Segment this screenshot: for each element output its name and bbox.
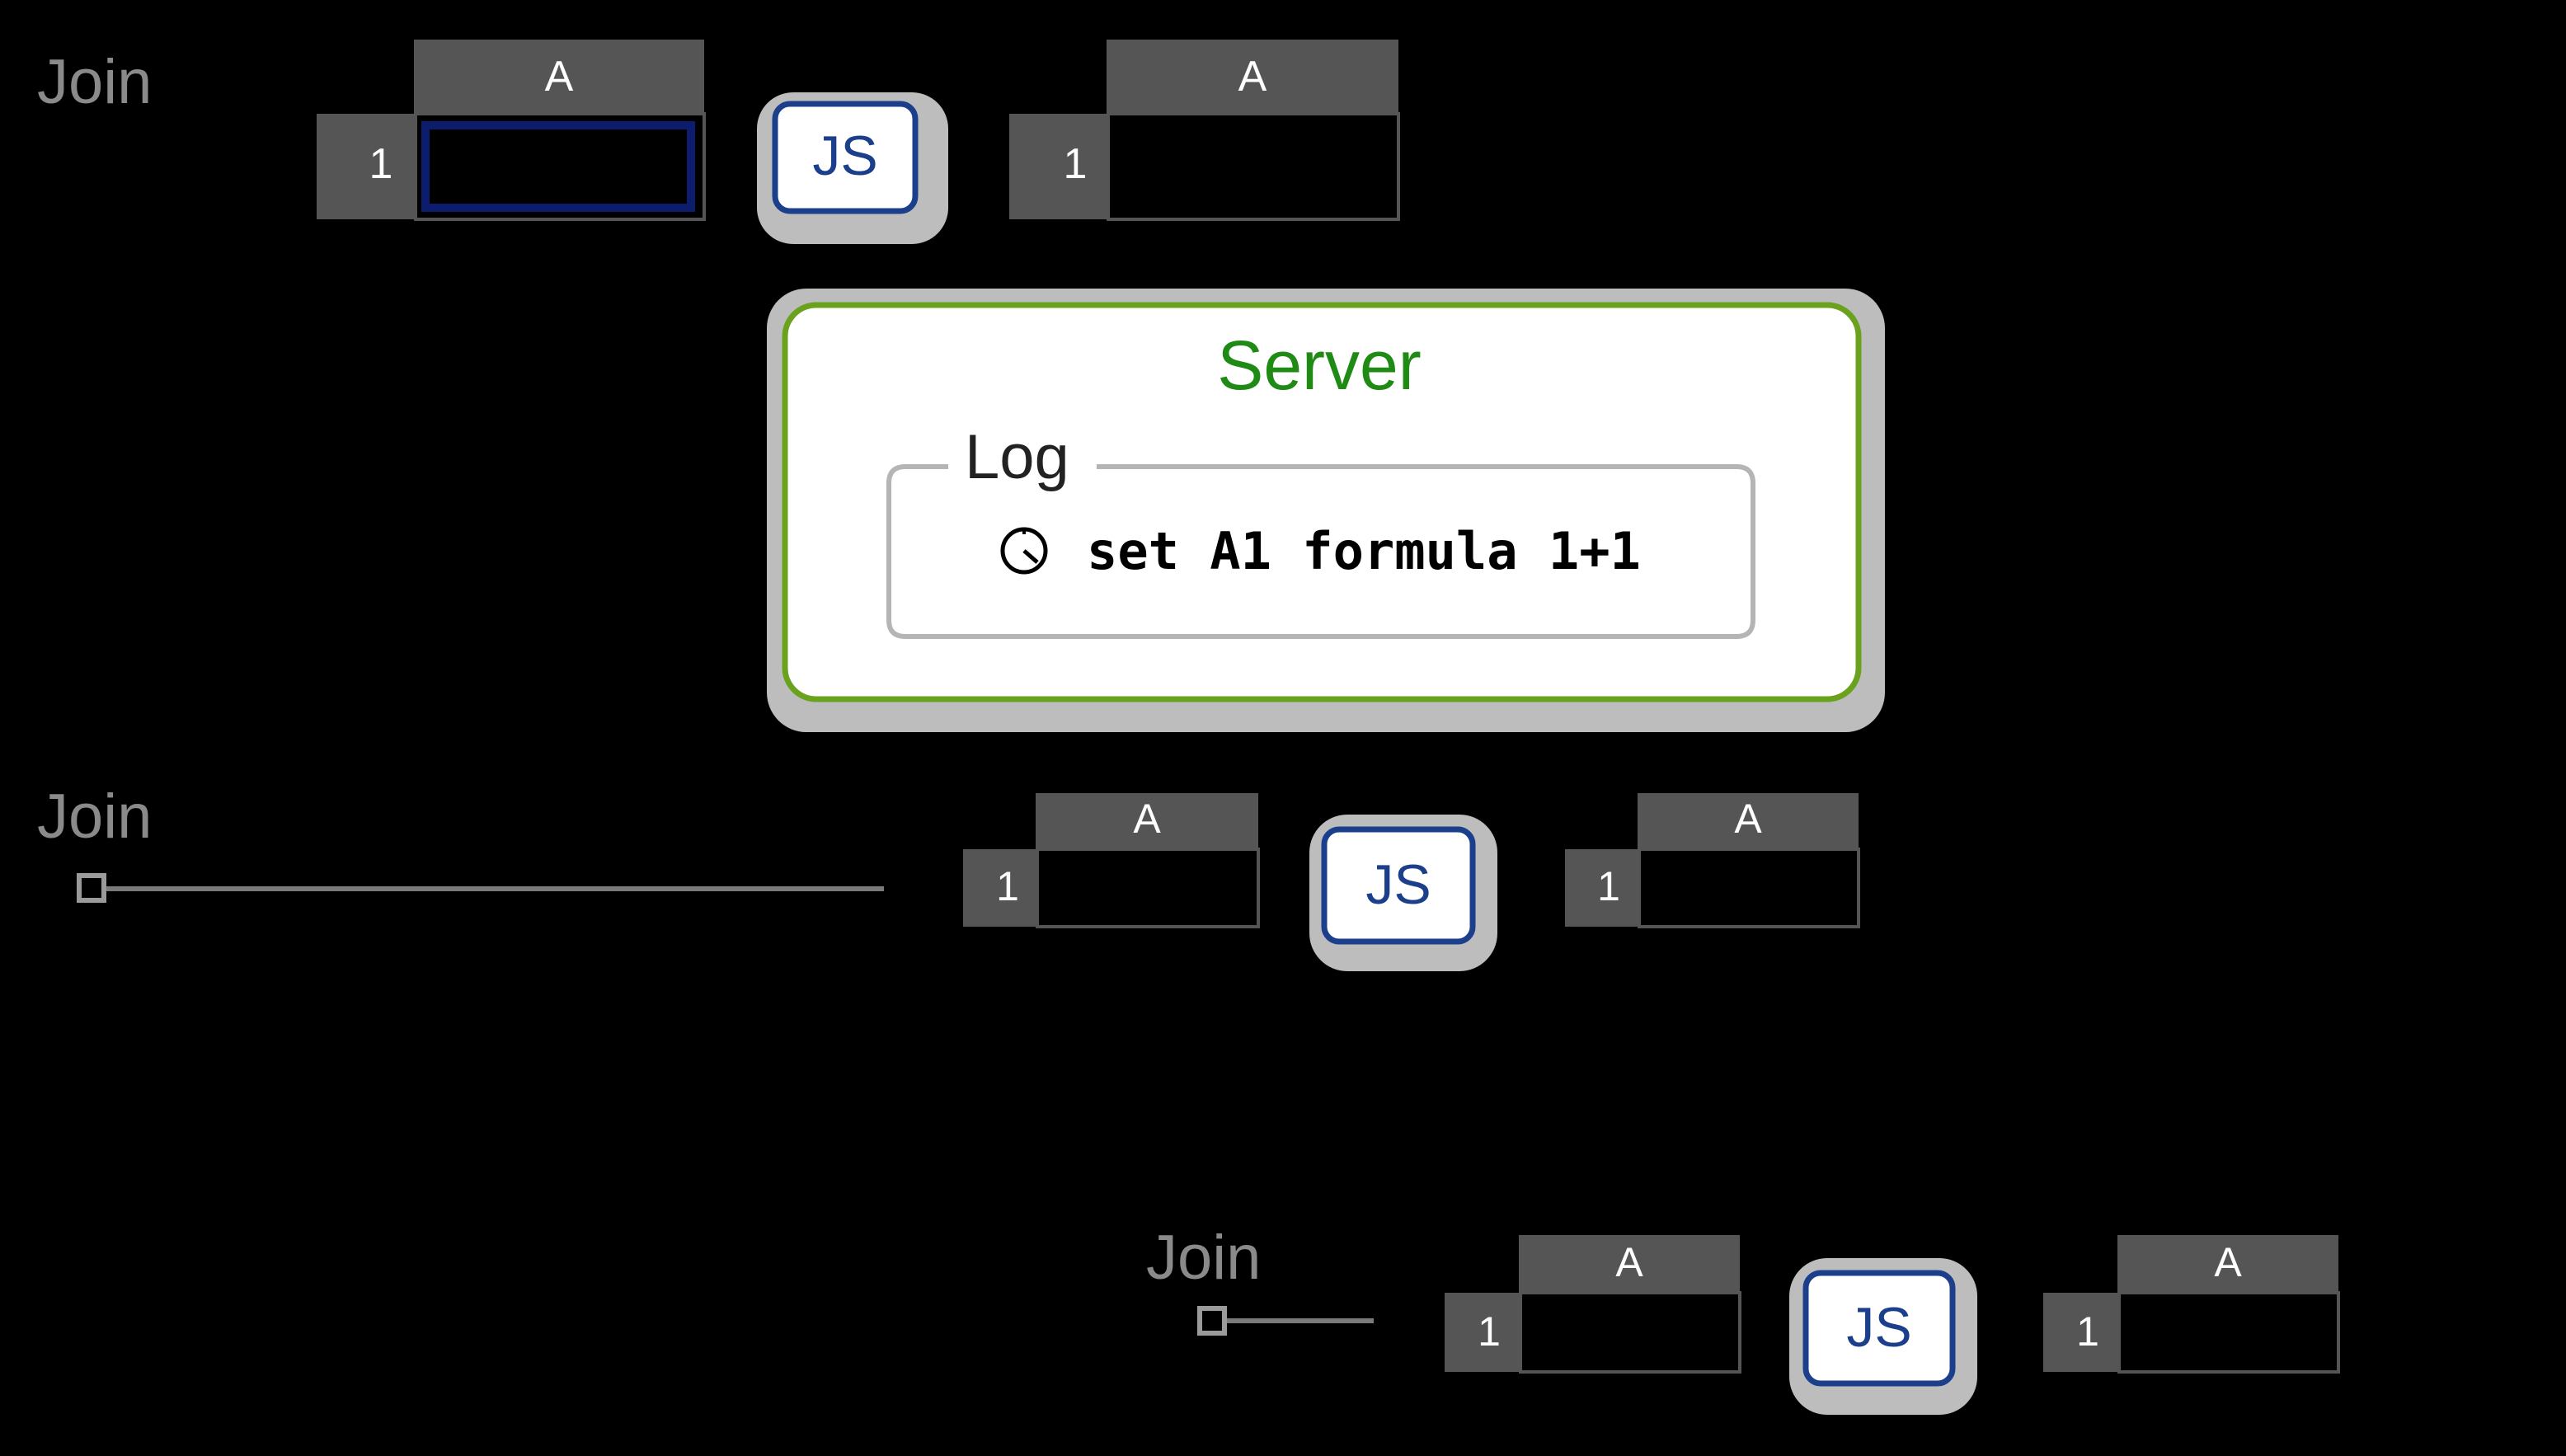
server-box: Server Log set A1 formula 1+1 bbox=[767, 289, 1885, 732]
log-legend: Log bbox=[965, 422, 1069, 492]
sheet-top-source: A 1 =1+1 bbox=[317, 40, 706, 221]
send-path bbox=[660, 241, 771, 473]
column-header: A bbox=[1734, 796, 1762, 842]
join-node-top bbox=[78, 146, 103, 171]
join-label-top: Join bbox=[37, 47, 152, 117]
cell-a1-value: 2 bbox=[2294, 1310, 2317, 1356]
join-label-middle: Join bbox=[37, 782, 152, 852]
relay-label: Relay bbox=[685, 726, 845, 796]
sheet-bottom-source: A 1 bbox=[1445, 1235, 1741, 1374]
log-panel: Log set A1 formula 1+1 bbox=[886, 422, 1755, 639]
server-title: Server bbox=[1217, 326, 1421, 404]
js-label: JS bbox=[1365, 853, 1431, 916]
playback-path bbox=[1371, 515, 1955, 1339]
join-label-bottom: Join bbox=[1146, 1223, 1261, 1293]
cell-a1-formula: =1+1 bbox=[570, 142, 668, 190]
sheet-bottom-result: A 1 2 bbox=[2043, 1235, 2340, 1374]
row-header: 1 bbox=[996, 863, 1019, 909]
row-header: 1 bbox=[1597, 863, 1620, 909]
row-header: 1 bbox=[369, 140, 393, 188]
js-engine-middle: JS bbox=[1309, 815, 1497, 971]
stopwatch-icon bbox=[1000, 527, 1048, 575]
join-node-middle bbox=[77, 873, 106, 903]
column-header: A bbox=[1133, 796, 1161, 842]
relay-command: set A1 formula 1+1 bbox=[327, 805, 845, 861]
column-header: A bbox=[2214, 1239, 2242, 1285]
cell-a1-value: 2 bbox=[1812, 865, 1835, 911]
sheet-top-result: A 1 2 bbox=[1009, 40, 1400, 221]
js-label: JS bbox=[1846, 1296, 1911, 1359]
column-header: A bbox=[1238, 53, 1267, 101]
cell-a1-value: 2 bbox=[1351, 143, 1375, 191]
sheet-middle-source: A 1 bbox=[963, 793, 1260, 928]
playback-command: set A1 formula 1+1 bbox=[1979, 721, 2498, 777]
log-entry: set A1 formula 1+1 bbox=[1087, 521, 1641, 581]
js-engine-bottom: JS bbox=[1789, 1258, 1977, 1415]
row-header: 1 bbox=[1064, 140, 1088, 188]
row-header: 1 bbox=[1478, 1308, 1501, 1355]
js-engine-top: JS bbox=[757, 92, 948, 244]
send-label: Send bbox=[482, 267, 629, 337]
sheet-middle-result: A 1 2 bbox=[1565, 793, 1860, 928]
column-header: A bbox=[545, 53, 574, 101]
send-command: set A1 formula 1+1 bbox=[110, 346, 628, 402]
column-header: A bbox=[1615, 1239, 1643, 1285]
js-label: JS bbox=[812, 124, 877, 187]
relay-path bbox=[881, 716, 951, 907]
row-header: 1 bbox=[2076, 1308, 2099, 1355]
selected-cell-a1[interactable] bbox=[421, 121, 695, 212]
join-node-bottom bbox=[1197, 1306, 1227, 1336]
playback-label: Playback bbox=[1979, 638, 2234, 708]
